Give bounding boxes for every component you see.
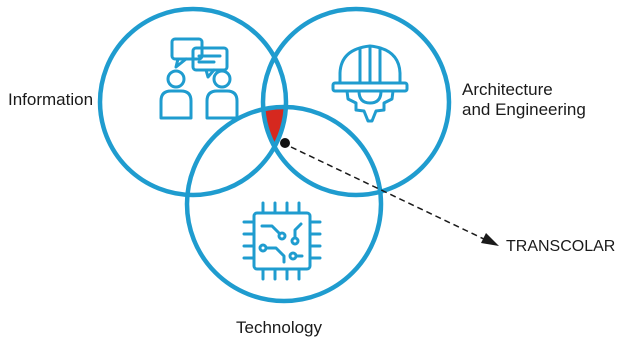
information-circle [97, 6, 289, 198]
technology-label: Technology [236, 318, 323, 337]
microchip-icon [242, 201, 322, 281]
hardhat-gear-icon [331, 44, 409, 123]
arrowhead-icon [481, 233, 499, 246]
dashed-arrow-line [290, 146, 487, 241]
architecture-label-line2: and Engineering [462, 100, 586, 119]
people-chat-icon [159, 37, 239, 120]
architecture-circle [260, 6, 452, 198]
architecture-label: Architecture and Engineering [462, 80, 586, 120]
architecture-label-line1: Architecture [462, 80, 553, 99]
transcolar-label: TRANSCOLAR [506, 238, 616, 255]
technology-circle [184, 104, 384, 304]
center-dot [280, 138, 290, 148]
information-label: Information [8, 90, 94, 109]
